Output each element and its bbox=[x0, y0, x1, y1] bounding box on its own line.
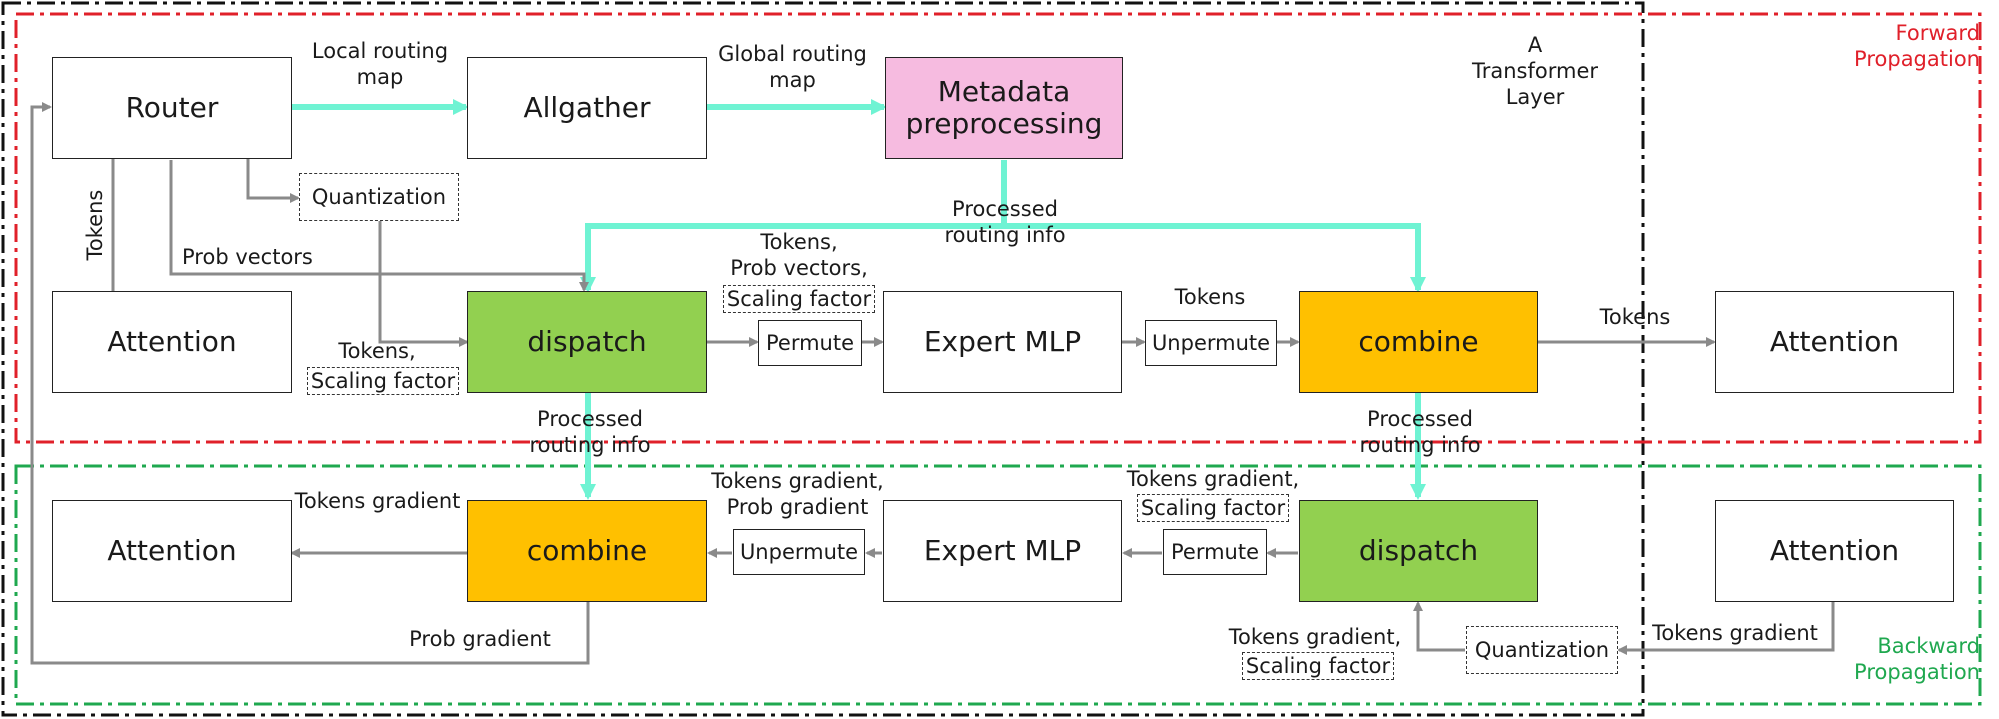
backward-propagation-region bbox=[14, 464, 1982, 706]
tokens-gradient-left-label: Tokens gradient bbox=[294, 489, 461, 513]
tokens-gradient-comma-label: Tokens gradient, bbox=[1126, 467, 1300, 491]
global-routing-map-label: Global routing map bbox=[718, 42, 867, 92]
dispatch-box-backward: dispatch bbox=[1299, 500, 1538, 602]
allgather-box: Allgather bbox=[467, 57, 707, 159]
forward-propagation-region bbox=[14, 12, 1982, 444]
metadata-preprocessing-box: Metadata preprocessing bbox=[885, 57, 1123, 159]
combine-box-forward: combine bbox=[1299, 291, 1538, 393]
attention-box-backward-right: Attention bbox=[1715, 500, 1954, 602]
local-routing-map-label: Local routing map bbox=[311, 39, 449, 89]
expert-mlp-box-forward: Expert MLP bbox=[883, 291, 1122, 393]
unpermute-box-forward: Unpermute bbox=[1145, 320, 1277, 366]
tokens-comma-label: Tokens, bbox=[338, 339, 416, 363]
attention-box-backward-left: Attention bbox=[52, 500, 292, 602]
scaling-factor-d-wrap: Scaling factor bbox=[1228, 652, 1408, 680]
tokens-prob-vectors-label: Tokens, Prob vectors, bbox=[730, 230, 868, 280]
prob-vectors-label: Prob vectors bbox=[182, 245, 313, 269]
permute-box-forward: Permute bbox=[758, 320, 862, 366]
scaling-factor-a-wrap: Scaling factor bbox=[712, 285, 886, 313]
router-box: Router bbox=[52, 57, 292, 159]
forward-propagation-label: Forward Propagation bbox=[1854, 21, 1980, 71]
scaling-factor-c-label: Scaling factor bbox=[1136, 494, 1290, 522]
tokens-right-label: Tokens bbox=[1599, 305, 1671, 329]
tokens-unpermute-label: Tokens bbox=[1174, 285, 1246, 309]
arrow-prob-gradient bbox=[30, 102, 590, 665]
quantization-box-forward: Quantization bbox=[299, 173, 459, 221]
dispatch-box-forward: dispatch bbox=[467, 291, 707, 393]
unpermute-box-backward: Unpermute bbox=[733, 529, 865, 575]
quantization-box-backward: Quantization bbox=[1466, 626, 1618, 674]
tokens-gradient-bottom-label: Tokens gradient, bbox=[1228, 625, 1402, 649]
permute-box-backward: Permute bbox=[1163, 529, 1267, 575]
tokens-vertical-label: Tokens bbox=[83, 189, 107, 261]
arrow-quantization-dispatch bbox=[378, 221, 469, 347]
attention-box-forward-right: Attention bbox=[1715, 291, 1954, 393]
transformer-layer-label: A Transformer Layer bbox=[1471, 33, 1598, 109]
arrow-quantization-dispatch-bwd bbox=[1413, 601, 1465, 652]
expert-mlp-box-backward: Expert MLP bbox=[883, 500, 1122, 602]
arrow-metadata-dispatch bbox=[580, 160, 1007, 293]
arrow-attention-quantization-bwd bbox=[1617, 602, 1835, 655]
processed-routing-info-top-label: Processed routing info bbox=[944, 197, 1066, 247]
combine-box-backward: combine bbox=[467, 500, 707, 602]
scaling-factor-d-label: Scaling factor bbox=[1241, 652, 1395, 680]
scaling-factor-b-label: Scaling factor bbox=[306, 367, 460, 395]
scaling-factor-c-wrap: Scaling factor bbox=[1118, 494, 1308, 522]
backward-propagation-label: Backward Propagation bbox=[1854, 634, 1980, 684]
scaling-factor-b-wrap: Scaling factor bbox=[298, 367, 468, 395]
attention-box-forward-left: Attention bbox=[52, 291, 292, 393]
prob-gradient-label: Prob gradient bbox=[409, 627, 551, 651]
arrow-prob-vectors bbox=[169, 160, 589, 292]
tokens-gradient-right-label: Tokens gradient bbox=[1652, 621, 1818, 645]
processed-routing-info-left-label: Processed routing info bbox=[529, 407, 651, 457]
scaling-factor-a-label: Scaling factor bbox=[722, 285, 876, 313]
transformer-layer-region bbox=[1, 1, 1645, 717]
arrow-metadata-combine bbox=[1004, 223, 1426, 293]
processed-routing-info-right-label: Processed routing info bbox=[1359, 407, 1481, 457]
tokens-gradient-prob-gradient-label: Tokens gradient, Prob gradient bbox=[711, 469, 884, 519]
